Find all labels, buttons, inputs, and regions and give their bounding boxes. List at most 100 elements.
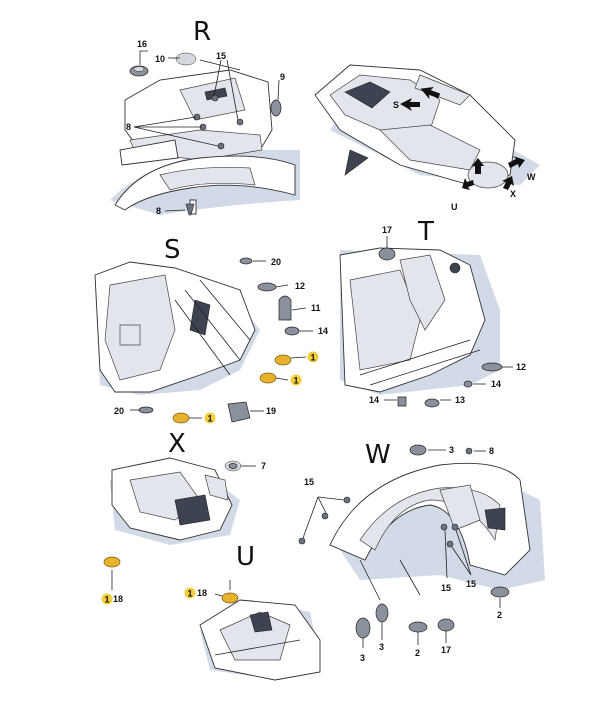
callout-t-13: 13	[455, 395, 465, 405]
grommet-20-icon	[239, 257, 253, 265]
callout-t-12: 12	[516, 362, 526, 372]
callout-w-15: 15	[304, 477, 314, 487]
grommet-17-icon	[437, 618, 455, 632]
view-arrow-icon	[400, 98, 420, 111]
callout-u-18: 18	[197, 588, 207, 598]
clip-15-icon	[343, 496, 351, 504]
section-s: S 20 12 11 14 1 1	[94, 235, 328, 424]
view-label-s: S	[393, 100, 399, 110]
nut-1-icon	[221, 592, 239, 604]
view-arrow-x-icon	[502, 176, 514, 190]
callout-r-10: 10	[155, 54, 165, 64]
grommet-17-icon	[378, 247, 396, 261]
callout-x-18: 18	[113, 594, 123, 604]
clip-15-icon	[298, 537, 306, 545]
clip-8-icon	[465, 447, 473, 455]
grommet-14-icon	[397, 396, 407, 407]
callout-w-3: 3	[449, 445, 454, 455]
callout-s-11: 11	[311, 303, 321, 313]
callout-s-1: 1	[208, 414, 213, 424]
rear-wheel-arch-drawing	[329, 462, 531, 576]
section-x: X 7 1 18	[101, 429, 266, 605]
grommet-9-icon	[270, 99, 282, 117]
clip-15-icon	[236, 118, 244, 126]
highlight-badge	[307, 351, 319, 363]
callout-t-17: 17	[382, 225, 392, 235]
section-w: W 3 8 15	[298, 440, 545, 663]
view-arrow-u-icon	[462, 178, 474, 190]
nut-1-icon	[274, 354, 292, 366]
callout-w-2: 2	[497, 610, 502, 620]
grommet-20-icon	[138, 406, 154, 414]
callout-w-3-lower-2: 3	[379, 642, 384, 652]
nut-1-icon	[172, 412, 190, 424]
callout-s-20: 20	[271, 257, 281, 267]
callout-w-3-lower: 3	[360, 653, 365, 663]
clip-15-icon	[446, 540, 454, 548]
grommet-2-icon	[490, 586, 510, 598]
view-label-w: W	[527, 172, 536, 182]
view-label-u: U	[451, 202, 458, 212]
section-letter-w: W	[365, 440, 391, 470]
highlight-badge	[290, 374, 302, 386]
clip-15-icon	[451, 523, 459, 531]
view-arrow-w-icon	[508, 156, 525, 168]
grommet-3-icon	[409, 444, 427, 456]
callout-s-1: 1	[294, 376, 299, 386]
grommet-3-icon	[375, 603, 389, 623]
callout-w-15-right: 15	[466, 579, 476, 589]
grommet-12-icon	[481, 362, 503, 372]
clip-8-icon	[185, 203, 195, 216]
clip-8-icon	[217, 142, 225, 150]
highlight-badge	[204, 412, 216, 424]
section-letter-r: R	[193, 17, 211, 47]
section-r: R	[110, 17, 300, 216]
bumper-11-icon	[278, 295, 292, 321]
view-arrow-icon	[420, 87, 441, 100]
callout-x-7: 7	[261, 461, 266, 471]
callout-s-14: 14	[318, 326, 328, 336]
callout-r-16: 16	[137, 39, 147, 49]
callout-t-14: 14	[491, 379, 501, 389]
grommet-14-icon	[463, 380, 473, 388]
section-t: T 17 12 14 14 13	[339, 217, 526, 408]
section-letter-s: S	[164, 235, 181, 265]
callout-x-1: 1	[105, 595, 110, 605]
section-letter-x: X	[168, 429, 186, 459]
section-letter-t: T	[417, 217, 434, 247]
callout-w-15-mid: 15	[441, 583, 451, 593]
clip-15-icon	[211, 94, 219, 102]
callout-w-2-lower: 2	[415, 648, 420, 658]
callout-s-20-lower: 20	[114, 406, 124, 416]
grommet-2-icon	[408, 621, 428, 633]
callout-u-1: 1	[188, 589, 193, 599]
section-letter-u: U	[236, 542, 255, 572]
nut-1-icon	[103, 556, 121, 568]
callout-r-8-lower: 8	[156, 206, 161, 216]
view-arrow-icon	[472, 158, 484, 174]
highlight-badge	[184, 587, 196, 599]
callout-r-15: 15	[216, 51, 226, 61]
grommet-3-icon	[355, 617, 371, 639]
callout-s-19: 19	[266, 406, 276, 416]
callout-r-8: 8	[126, 122, 131, 132]
callout-r-9: 9	[280, 72, 285, 82]
plug-10-icon	[175, 52, 197, 66]
callout-w-17: 17	[441, 645, 451, 655]
callout-s-1: 1	[311, 353, 316, 363]
underbody-overview: S W X U	[314, 64, 540, 212]
section-u: U 1 18	[184, 542, 321, 681]
callout-s-12: 12	[295, 281, 305, 291]
clip-19-icon	[227, 401, 251, 423]
grommet-12-icon	[257, 282, 277, 292]
clip-15-icon	[321, 512, 329, 520]
callout-t-14-lower: 14	[369, 395, 379, 405]
grommet-13-icon	[424, 398, 440, 408]
highlight-badge	[101, 593, 113, 605]
nut-1-icon	[259, 372, 277, 384]
clip-15-icon	[440, 523, 448, 531]
grommet-14-icon	[284, 326, 300, 336]
callout-w-8: 8	[489, 446, 494, 456]
view-label-x: X	[510, 189, 516, 199]
